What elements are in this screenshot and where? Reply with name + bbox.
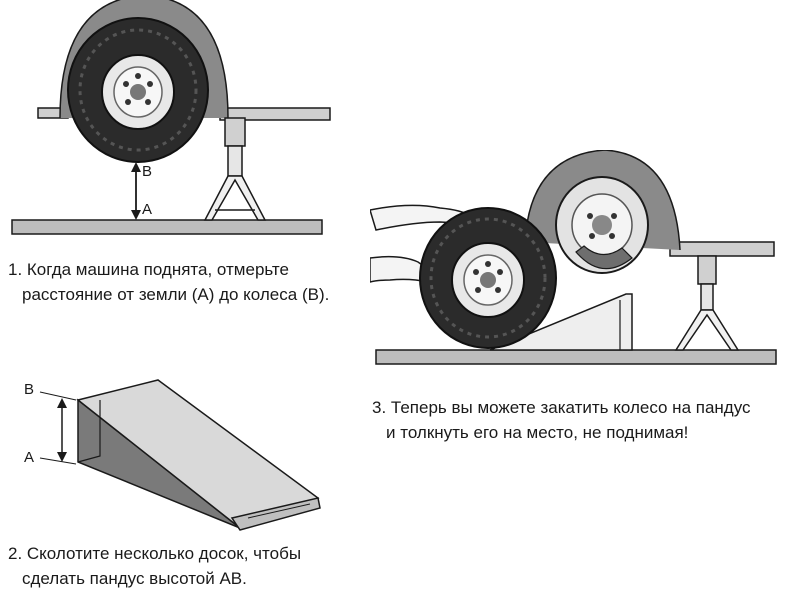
label-b: B: [142, 163, 152, 180]
jack-stand: [676, 256, 738, 350]
ramp-label-a: A: [24, 449, 34, 466]
height-arrow: [57, 398, 67, 462]
raised-wheel: [68, 18, 208, 162]
step2-caption-line1: 2. Сколотите несколько досок, чтобы: [8, 541, 301, 566]
rolling-wheel: [420, 208, 556, 348]
measure-arrow: [131, 162, 141, 220]
step1-caption: 1. Когда машина поднята, отмерьте рассто…: [8, 257, 329, 307]
ground: [376, 350, 776, 364]
step1-drawing: B A: [0, 0, 340, 240]
step3-drawing: [370, 150, 790, 370]
step3-illustration: [370, 150, 790, 370]
step1-caption-line1: 1. Когда машина поднята, отмерьте: [8, 257, 329, 282]
step3-caption-line1: 3. Теперь вы можете закатить колесо на п…: [372, 395, 751, 420]
label-a: A: [142, 201, 152, 218]
step3-caption: 3. Теперь вы можете закатить колесо на п…: [372, 395, 751, 445]
car-body: [670, 242, 774, 256]
ground: [12, 220, 322, 234]
step2-caption: 2. Сколотите несколько досок, чтобы сдел…: [8, 541, 301, 591]
step2-caption-line2: сделать пандус высотой АВ.: [8, 566, 301, 591]
step2-illustration: B A: [0, 370, 340, 540]
brake-disc: [556, 177, 648, 273]
step1-illustration: B A: [0, 0, 340, 240]
ramp-label-b: B: [24, 381, 34, 398]
step2-drawing: B A: [0, 370, 340, 540]
jack-stand: [205, 118, 265, 220]
step3-caption-line2: и толкнуть его на место, не поднимая!: [372, 420, 751, 445]
step1-caption-line2: расстояние от земли (А) до колеса (В).: [8, 282, 329, 307]
